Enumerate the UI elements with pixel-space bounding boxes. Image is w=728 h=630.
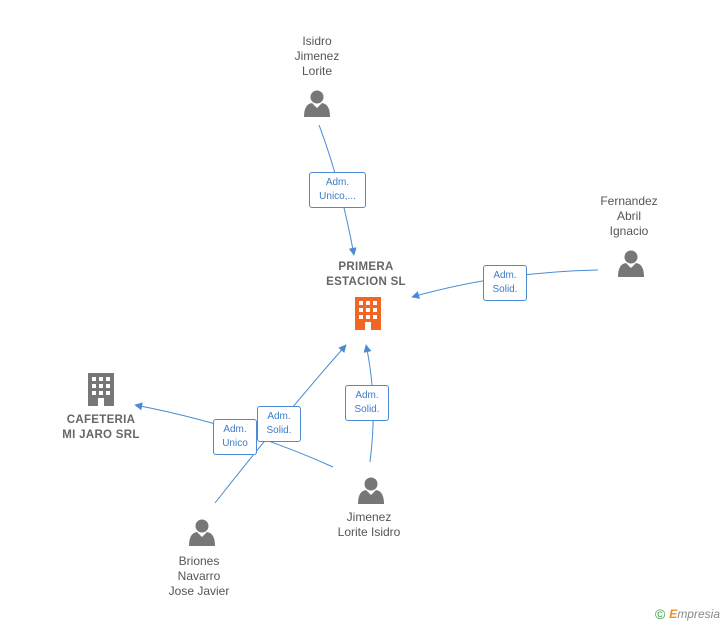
- node-label-jimenez[interactable]: Jimenez Lorite Isidro: [337, 510, 401, 539]
- edge-label-briones-primera[interactable]: Adm. Solid.: [257, 406, 301, 442]
- edge-label-isidro-primera[interactable]: Adm. Unico,...: [309, 172, 366, 208]
- empresia-watermark: © Empresia: [655, 606, 720, 622]
- empresia-logo: Empresia: [669, 607, 720, 621]
- node-label-fernandez[interactable]: Fernandez Abril Ignacio: [600, 194, 658, 238]
- person-icon[interactable]: [304, 90, 330, 118]
- person-icon[interactable]: [189, 519, 215, 547]
- copyright-symbol: ©: [654, 606, 666, 622]
- edge-label-jimenez-cafeteria[interactable]: Adm. Unico: [213, 419, 257, 455]
- node-label-primera-estacion[interactable]: PRIMERA ESTACION SL: [326, 261, 406, 288]
- building-icon[interactable]: [355, 297, 381, 330]
- edge-label-fernandez-primera[interactable]: Adm. Solid.: [483, 265, 527, 301]
- person-icon[interactable]: [618, 250, 644, 278]
- person-icon[interactable]: [358, 477, 384, 505]
- building-icon[interactable]: [88, 373, 114, 406]
- node-label-briones[interactable]: Briones Navarro Jose Javier: [168, 554, 230, 598]
- logo-rest: mpresia: [677, 607, 720, 621]
- edge-label-jimenez-primera[interactable]: Adm. Solid.: [345, 385, 389, 421]
- node-label-cafeteria-mi-jaro[interactable]: CAFETERIA MI JARO SRL: [62, 414, 140, 441]
- logo-initial: E: [669, 607, 678, 621]
- node-label-isidro[interactable]: Isidro Jimenez Lorite: [294, 34, 340, 78]
